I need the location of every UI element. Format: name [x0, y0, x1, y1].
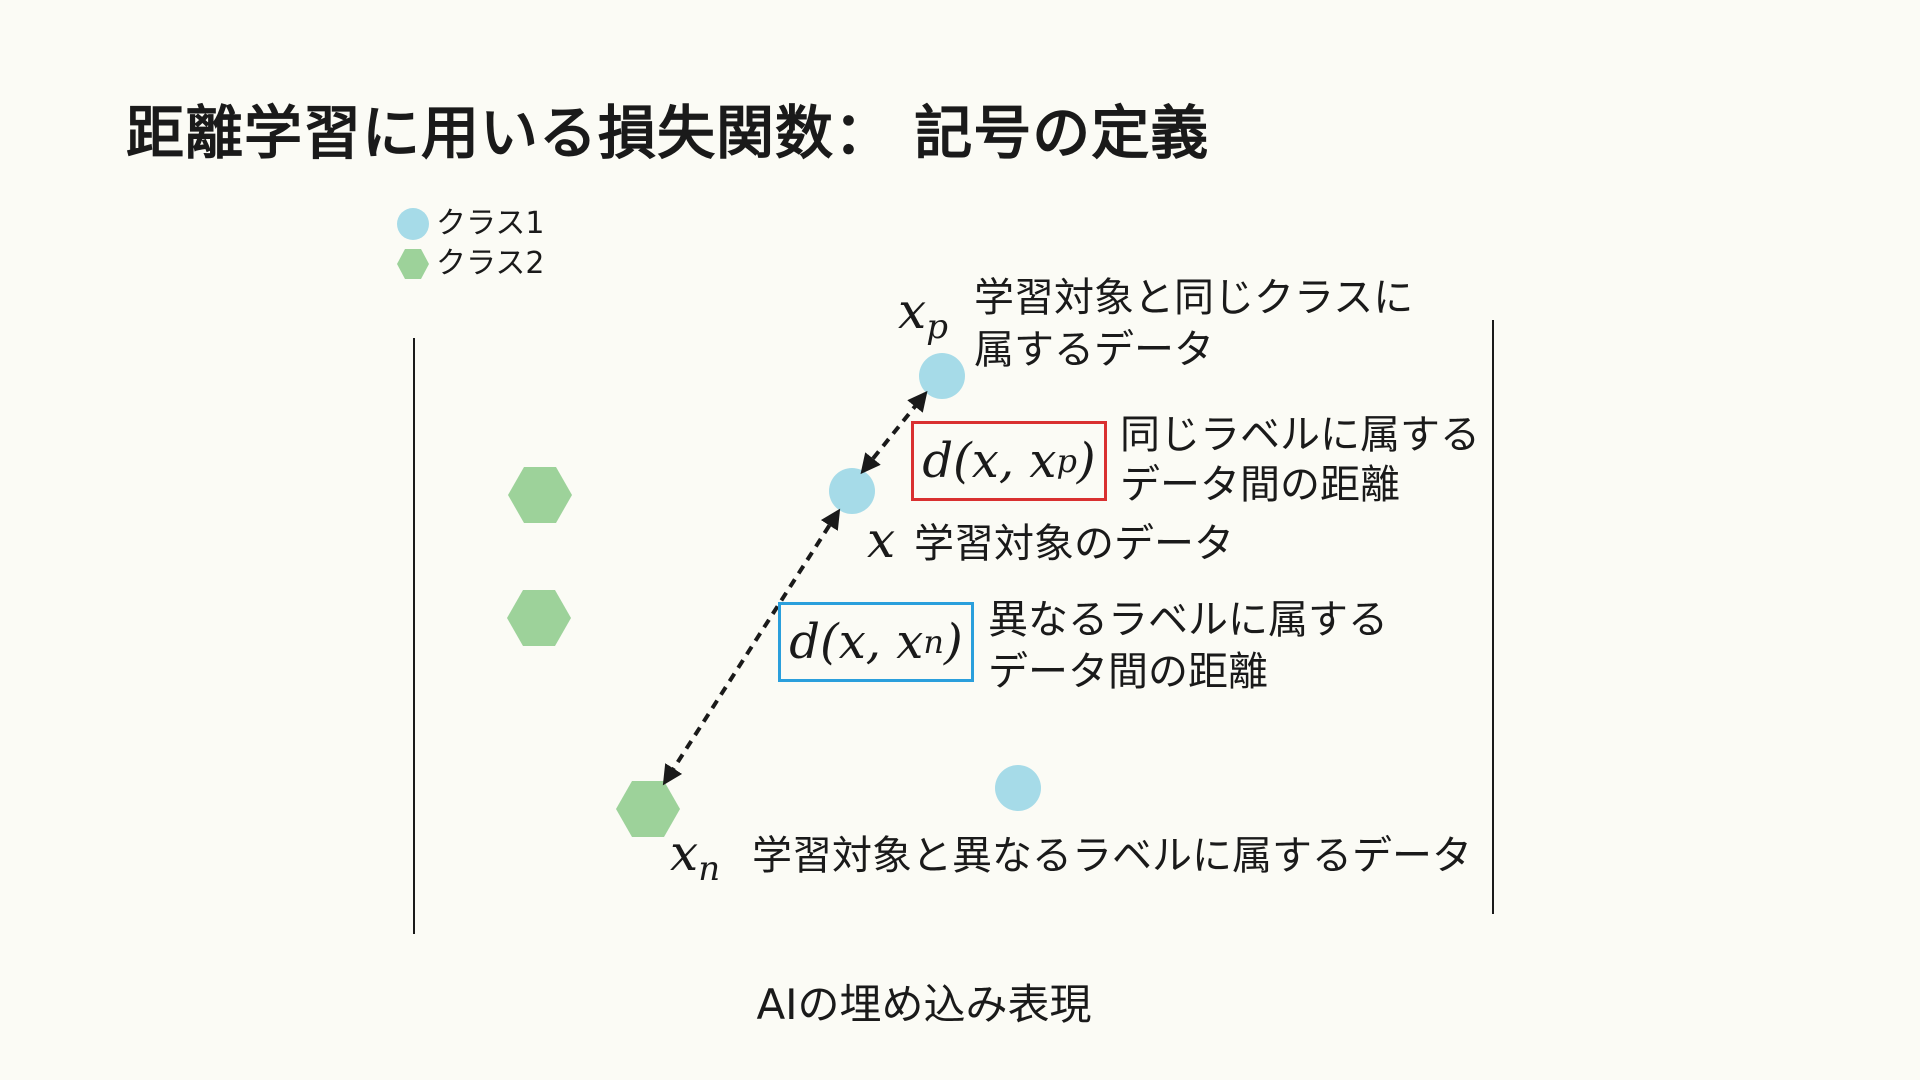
hexagon-point-xn	[616, 781, 680, 837]
hexagon-icon	[397, 249, 429, 279]
legend-label-class2: クラス2	[436, 246, 545, 281]
xp-description-line1: 学習対象と同じクラスに	[974, 275, 1414, 321]
circle-icon	[397, 208, 429, 240]
legend-item-class2: クラス2	[396, 247, 545, 281]
hexagon-point-class2-upper	[508, 467, 572, 523]
embedding-caption: AIの埋め込み表現	[756, 980, 1092, 1029]
page-title: 距離学習に用いる損失関数： 記号の定義	[126, 99, 1210, 167]
distance-negative-line1: 異なるラベルに属する	[988, 597, 1388, 643]
distance-positive-line1: 同じラベルに属する	[1120, 412, 1480, 458]
legend-item-class1: クラス1	[396, 207, 545, 241]
distance-arrow-negative	[662, 508, 841, 786]
symbol-xp: xp	[898, 282, 948, 347]
legend-label-class1: クラス1	[436, 206, 545, 241]
hexagon-point-class2-middle	[507, 590, 571, 646]
xp-description-line2: 属するデータ	[974, 327, 1214, 373]
embedding-space-left-border	[413, 338, 415, 934]
distance-negative-line2: データ間の距離	[988, 649, 1268, 695]
circle-point-xp	[919, 353, 965, 399]
symbol-xn: xn	[670, 824, 721, 889]
x-description: 学習対象のデータ	[914, 521, 1234, 567]
embedding-space-right-border	[1492, 320, 1494, 914]
xn-description: 学習対象と異なるラベルに属するデータ	[752, 833, 1472, 879]
circle-point-class1-lower	[995, 765, 1041, 811]
symbol-x: x	[867, 511, 896, 569]
distance-arrow-positive	[860, 390, 928, 475]
distance-positive-line2: データ間の距離	[1120, 462, 1400, 508]
circle-point-x	[829, 468, 875, 514]
